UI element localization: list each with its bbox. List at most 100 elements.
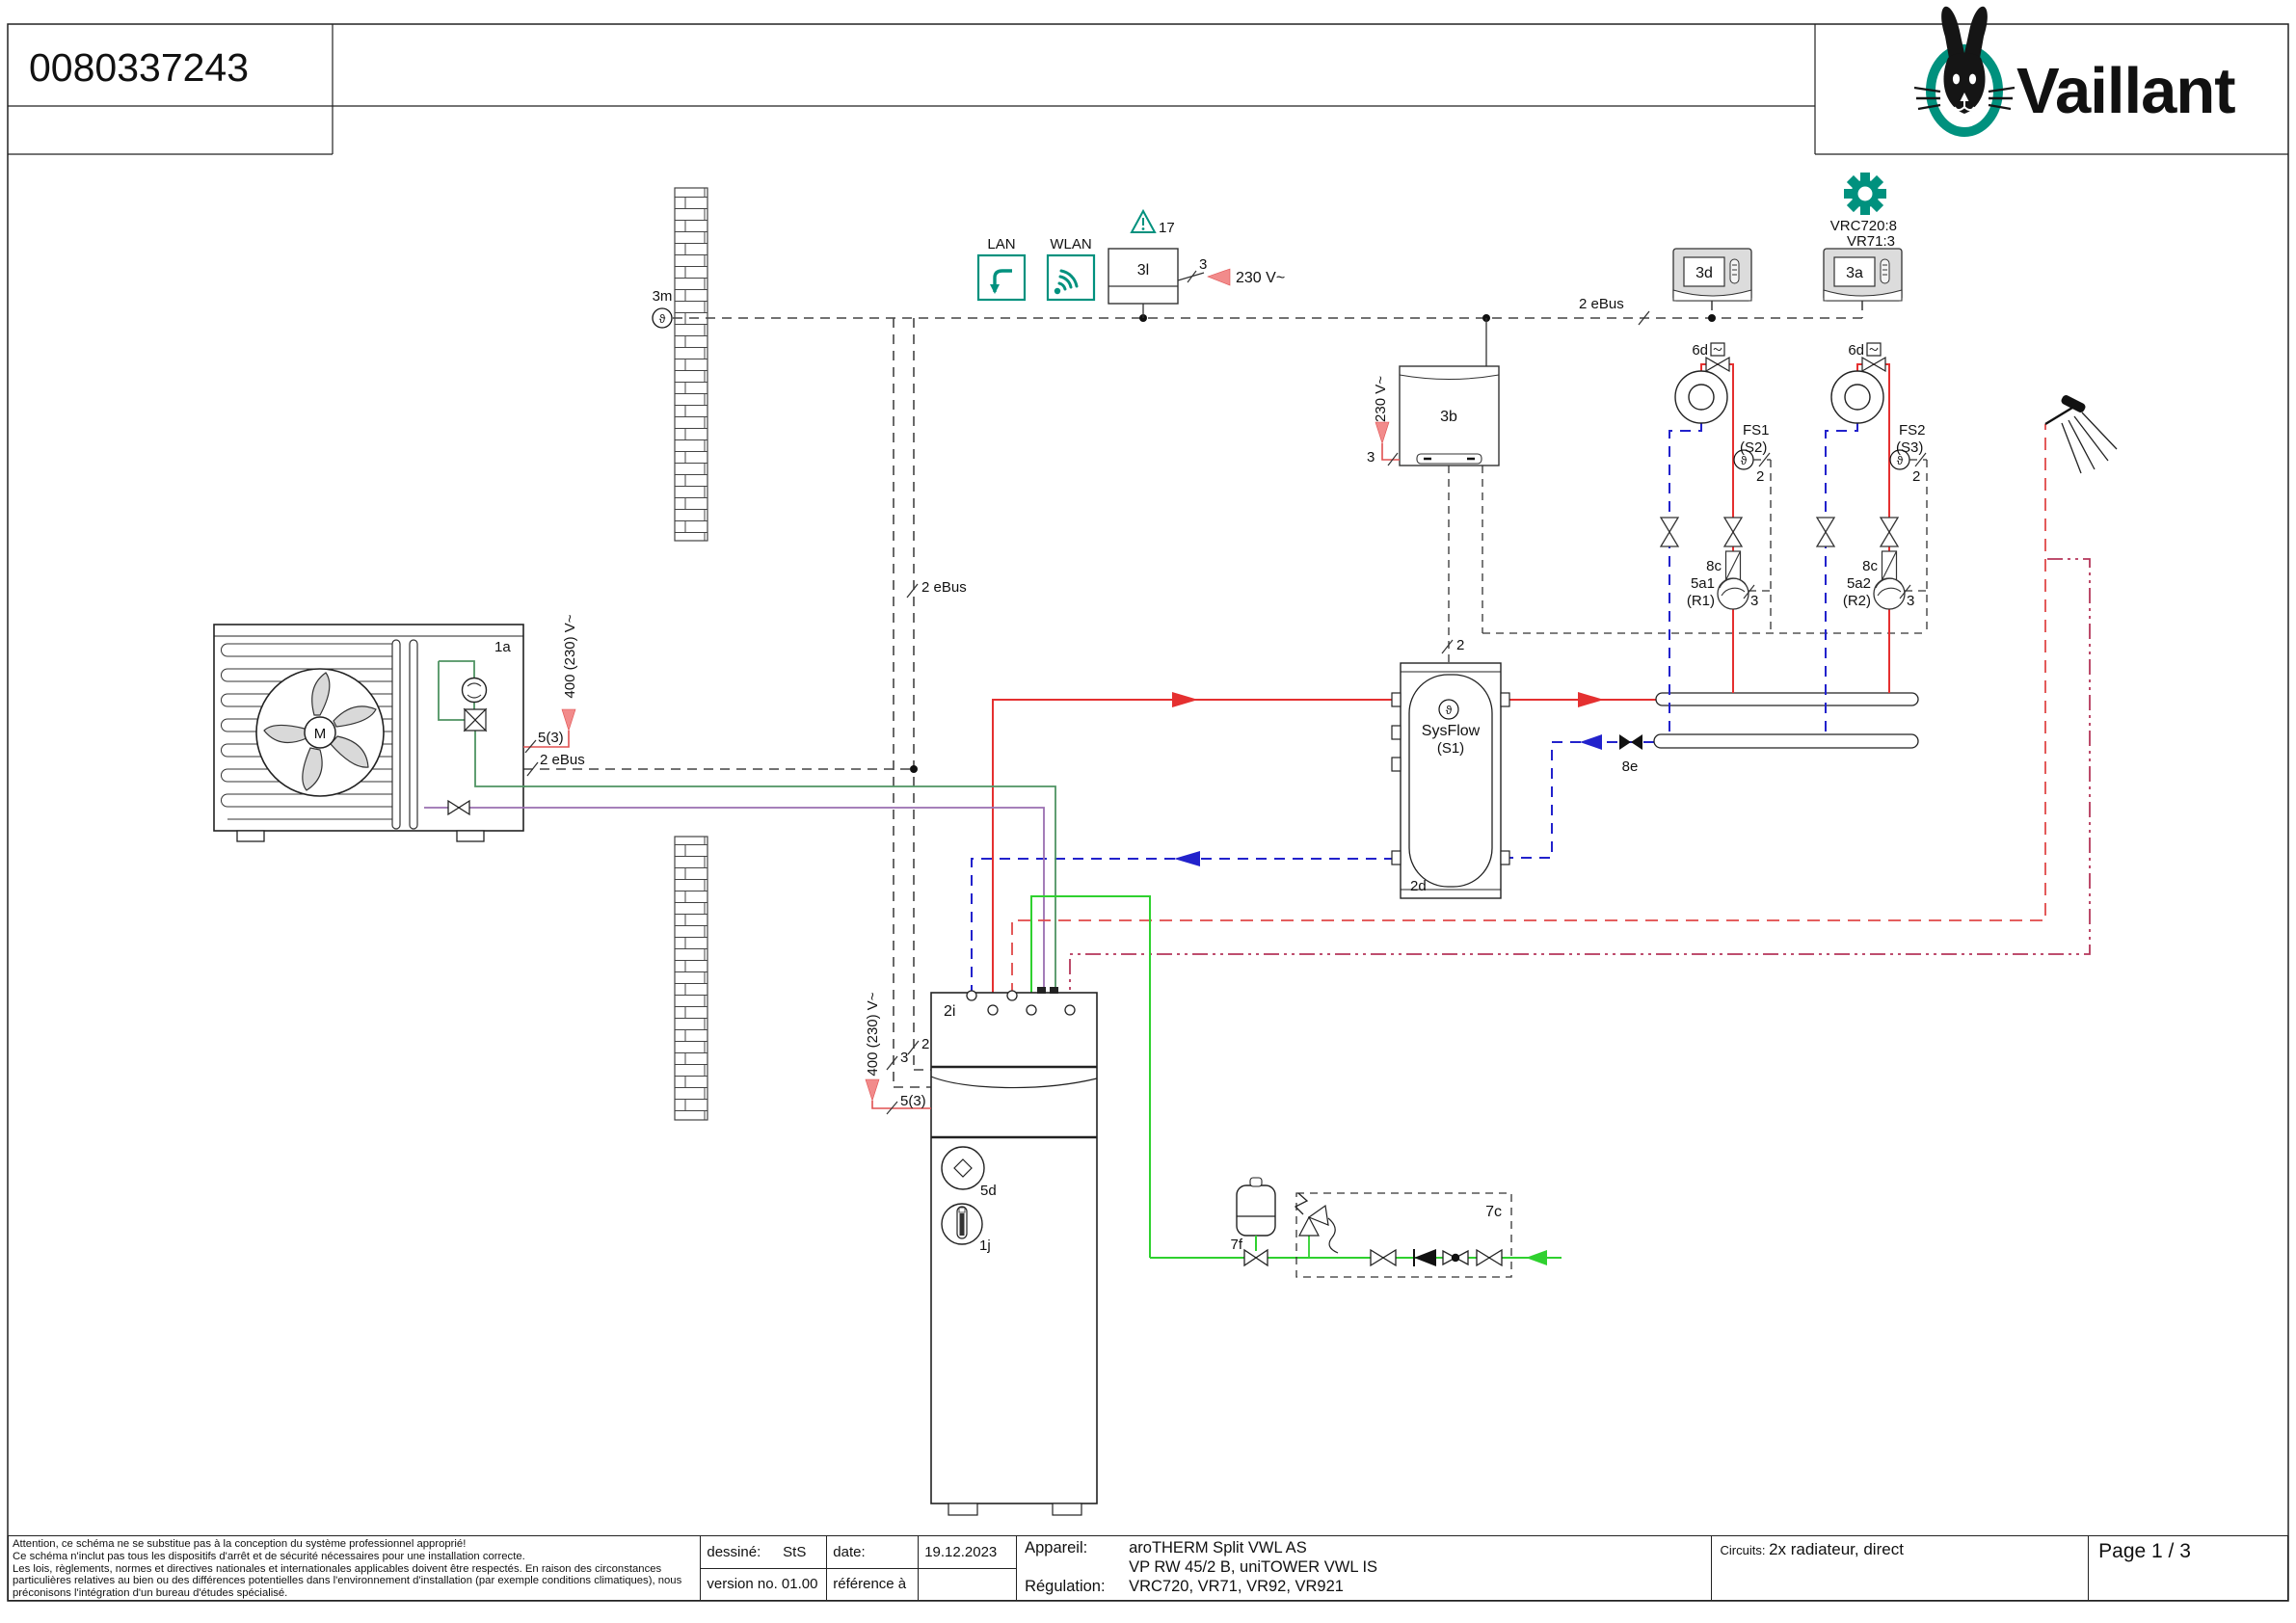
legal-line: Les lois, règlements, normes et directiv… — [13, 1562, 662, 1575]
doc-number: 0080337243 — [29, 45, 249, 90]
remote2-label: 3a — [1846, 265, 1863, 281]
wiring-center-label: 3b — [1440, 409, 1457, 425]
service-valve-icon — [447, 799, 470, 816]
c1-valve-label: 6d — [1692, 342, 1708, 359]
indoor-thermometer-label: 1j — [979, 1237, 991, 1254]
remote1-label: 3d — [1695, 265, 1713, 281]
indoor-power: 400 (230) V~ 5(3) — [865, 992, 931, 1115]
wiring-sensor-wire: 2 — [1456, 637, 1464, 653]
legal-notice: Attention, ce schéma ne se substitue pas… — [9, 1536, 702, 1600]
sensor-3m-label: 3m — [653, 288, 673, 305]
refrigerant-loop — [438, 660, 525, 787]
legal-line: préconisons l'intégration d'un bureau d'… — [13, 1587, 288, 1600]
legal-line: Attention, ce schéma ne se substitue pas… — [13, 1538, 467, 1550]
c2-sensor-label: FS2 — [1899, 422, 1926, 439]
controller-stack1: VRC720:8 — [1830, 218, 1897, 234]
compressor-icon — [461, 677, 488, 704]
c1-wire: 2 — [1756, 468, 1764, 485]
wlan-label: WLAN — [1050, 236, 1091, 253]
sensor-theta-icon: ϑ — [1897, 454, 1904, 467]
sensor-theta-icon: ϑ — [1446, 704, 1453, 717]
safety-group-label: 7c — [1485, 1204, 1502, 1220]
c2-filter-label: 8c — [1862, 558, 1878, 574]
vaillant-rabbit-icon — [1913, 6, 2016, 137]
gear-icon — [1844, 173, 1886, 215]
remote-control-3d: 3d — [1672, 248, 1752, 302]
buffer-tank: ϑ SysFlow (S1) 2d — [1391, 662, 1510, 899]
circuits-label: Circuits: — [1720, 1543, 1766, 1557]
ebus-label-hp: 2 eBus — [540, 752, 585, 768]
wifi-icon — [1057, 269, 1079, 291]
module-3b: 3b 230 V~ 3 2 — [1367, 318, 1926, 700]
ebus-wiring — [523, 301, 1863, 1088]
device-line1: aroTHERM Split VWL AS — [1129, 1539, 1307, 1556]
sheet-frame — [7, 23, 2289, 1602]
c1-pump-label: 5a1 — [1691, 575, 1715, 592]
four-way-valve-icon — [463, 707, 488, 732]
power-arrow-icon — [1375, 421, 1390, 444]
gateway-wires: 3 — [1199, 256, 1207, 273]
wiring-wires: 3 — [1367, 449, 1375, 466]
legal-line: particulières relatives au bien ou des d… — [13, 1575, 682, 1587]
title-block: Attention, ce schéma ne se substitue pas… — [8, 1535, 2288, 1601]
ebus-junctions — [910, 314, 1716, 773]
check-valve-icon — [1414, 1249, 1436, 1266]
c2-pump-ref: (R2) — [1843, 593, 1871, 609]
expansion-label: 7f — [1230, 1237, 1242, 1253]
reference-label: référence à — [833, 1576, 907, 1593]
ebus-labels: 2 eBus 2 eBus 2 eBus 3 2 — [526, 296, 1650, 1071]
flow-arrow-icon — [1578, 692, 1604, 707]
c2-pump-wires: 3 — [1907, 593, 1914, 609]
sensor-theta-icon: ϑ — [1741, 454, 1748, 467]
indoor-power-wires: 5(3) — [900, 1093, 926, 1109]
gateway-power: 230 V~ — [1236, 270, 1285, 286]
tank-id: 2d — [1410, 878, 1427, 894]
c2-sensor-ref: (S3) — [1896, 439, 1923, 456]
bypass-label: 8e — [1622, 758, 1639, 775]
return-arrow-icon — [1580, 734, 1602, 750]
wiring-power-label: 230 V~ — [1373, 376, 1389, 422]
brand-wordmark: Vaillant — [2016, 55, 2235, 127]
warning-triangle-icon — [1130, 208, 1157, 233]
return-arrow-icon — [1174, 851, 1200, 866]
power-arrow-icon — [561, 708, 576, 732]
c1-sensor-ref: (S2) — [1740, 439, 1767, 456]
safety-valve-icon — [1298, 1204, 1329, 1237]
indoor-unit-label: 2i — [944, 1003, 955, 1020]
drawn-label: dessiné: — [707, 1543, 761, 1560]
gateway-label: 3l — [1137, 262, 1149, 279]
page-indicator: Page 1 / 3 — [2098, 1540, 2191, 1562]
fan: M — [255, 668, 385, 797]
drawn-value: StS — [783, 1543, 807, 1560]
wire3-indoor-label: 3 — [900, 1050, 908, 1066]
fan-motor-label: M — [314, 726, 327, 742]
controller-stack2: VR71:3 — [1847, 233, 1895, 250]
regulation-value: VRC720, VR71, VR92, VR921 — [1129, 1578, 1344, 1595]
circuits-value: 2x radiateur, direct — [1769, 1540, 1904, 1558]
outdoor-power-wires: 5(3) — [538, 730, 564, 746]
outdoor-sensor-3m: ϑ 3m — [652, 288, 673, 329]
device-line2: VP RW 45/2 B, uniTOWER VWL IS — [1129, 1558, 1378, 1576]
tank-sensor-ref: (S1) — [1437, 740, 1464, 757]
regulation-label: Régulation: — [1025, 1578, 1106, 1595]
header: 0080337243 Vaillant — [29, 6, 2236, 137]
indoor-pump-label: 5d — [980, 1183, 997, 1199]
cold-water-arrow-icon — [1526, 1250, 1547, 1265]
circuit-labels: 6d FS1 (S2) ϑ 2 8c 5a1 (R1) 3 6d FS2 (S3… — [1687, 342, 1926, 609]
date-label: date: — [833, 1543, 866, 1560]
shower-icon — [2044, 395, 2118, 474]
power-arrow-icon — [1207, 268, 1231, 286]
indoor-power-label: 400 (230) V~ — [865, 992, 881, 1076]
c1-pump-ref: (R1) — [1687, 593, 1715, 609]
controllers: VRC720:8 VR71:3 3d 3a — [1672, 173, 1903, 302]
device-label: Appareil: — [1025, 1539, 1088, 1556]
flow-arrow-icon — [1172, 692, 1198, 707]
manifolds — [1653, 692, 1919, 749]
outdoor-unit-label: 1a — [494, 639, 511, 655]
bypass-valve-8e: 8e — [1619, 734, 1642, 775]
ebus-label-drop: 2 eBus — [921, 579, 967, 596]
safety-group-box — [1295, 1192, 1512, 1278]
thermostatic-valve-icon — [1705, 342, 1730, 373]
